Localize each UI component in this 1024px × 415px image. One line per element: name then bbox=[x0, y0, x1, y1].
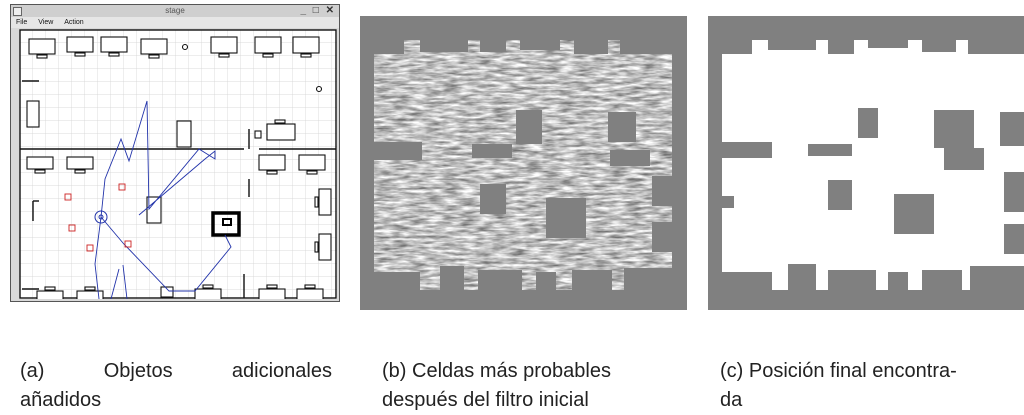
robot-icon bbox=[94, 210, 108, 224]
caption-c-line2: da bbox=[720, 389, 743, 411]
furniture bbox=[26, 36, 332, 299]
final-position-map bbox=[708, 16, 1024, 310]
caption-a-label: (a) bbox=[20, 360, 45, 382]
window-controls[interactable]: _ □ ✕ bbox=[300, 5, 336, 16]
stage-canvas[interactable] bbox=[19, 29, 337, 299]
room-walls bbox=[19, 29, 337, 299]
menu-view[interactable]: View bbox=[38, 19, 54, 26]
menu-file[interactable]: File bbox=[16, 19, 28, 26]
caption-c: (c) Posición final encontra- da bbox=[720, 357, 1020, 415]
particle-markers bbox=[64, 183, 132, 252]
caption-a-line2: añadidos bbox=[20, 389, 102, 411]
caption-b: (b) Celdas más probables después del fil… bbox=[382, 357, 682, 415]
laser-scan bbox=[94, 100, 232, 299]
added-object bbox=[211, 211, 241, 237]
window-menu-icon[interactable] bbox=[13, 7, 22, 16]
menu-bar: File View Action bbox=[11, 17, 339, 28]
stage-window: stage _ □ ✕ File View Action bbox=[10, 4, 340, 302]
caption-a-word2: adicionales bbox=[231, 360, 332, 382]
caption-a: (a) Objetos adicionales añadidos bbox=[20, 357, 332, 415]
window-title: stage bbox=[165, 6, 185, 15]
menu-action[interactable]: Action bbox=[64, 19, 84, 26]
caption-c-line1: (c) Posición final encontra- bbox=[720, 360, 957, 382]
caption-b-line2: después del filtro inicial bbox=[382, 389, 589, 411]
caption-a-word1: Objetos bbox=[103, 360, 173, 382]
caption-b-line1: (b) Celdas más probables bbox=[382, 360, 611, 382]
probability-map bbox=[360, 16, 687, 310]
